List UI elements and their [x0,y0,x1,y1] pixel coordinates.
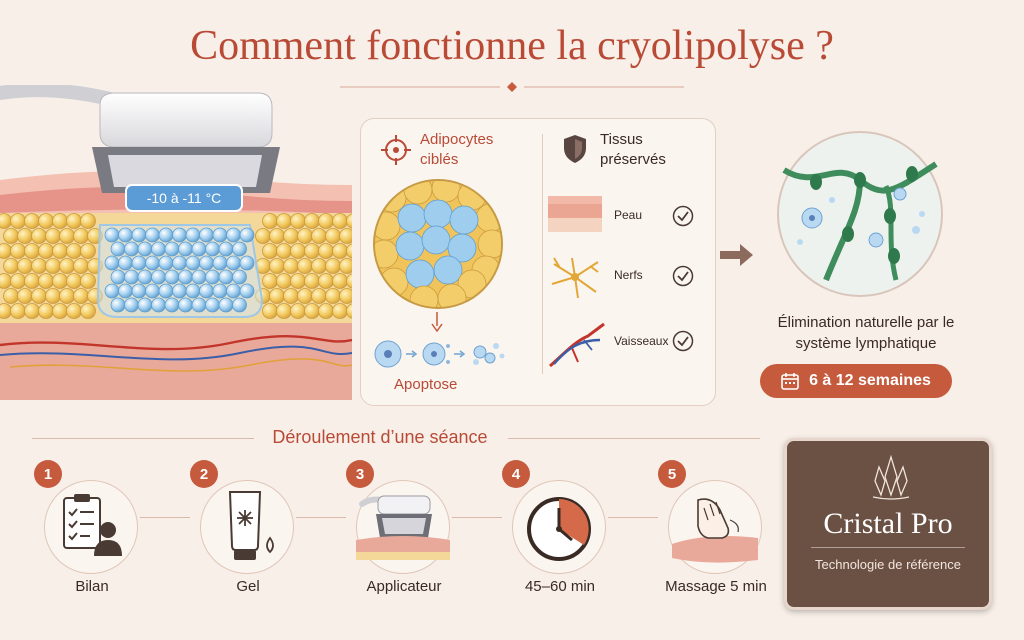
step-connector [452,517,502,518]
vessel-icon [549,322,605,368]
brand-card: Cristal Pro Technologie de référence [784,438,992,610]
checklist-user-icon [63,494,122,556]
arrow-right-icon [720,244,753,266]
apoptosis-label: Apoptose [394,376,458,393]
step-number: 5 [658,460,686,488]
step-label: Massage 5 min [665,578,767,595]
preserved-tissues-title: Tissus préservés [600,131,666,168]
step-number: 1 [34,460,62,488]
target-icon [381,135,411,165]
apoptosis-sequence-illustration [374,340,505,368]
step-3: 3 Applicateur [346,460,464,610]
check-icon [672,265,694,287]
page-title: Comment fonctionne la cryolipolyse ? [190,23,834,69]
duration-text: 6 à 12 semaines [809,372,931,389]
crystal-logo-icon [872,455,910,500]
gel-tube-icon [228,491,274,560]
apoptosis-arrow [431,312,443,332]
skin-icon [548,196,602,232]
tissue-label-vessels: Vaisseaux [614,334,669,348]
step-connector [296,517,346,518]
step-label: Bilan [75,578,109,595]
panel-divider [542,134,543,374]
step-label: Gel [236,578,260,595]
check-icon [672,205,694,227]
step-5: 5 Massage 5 min [658,460,776,610]
adipocyte-cluster-illustration [373,179,503,309]
brand-divider [811,547,965,548]
title-divider [340,82,684,92]
step-label: 45–60 min [524,578,596,595]
shield-icon [564,135,586,163]
step-label: Applicateur [366,578,442,595]
step-number: 2 [190,460,218,488]
check-icon [672,330,694,352]
calendar-icon [781,373,799,390]
massage-icon [672,498,758,563]
section-divider [32,438,254,439]
tissue-label-nerves: Nerfs [614,268,643,282]
step-1: 1 Bilan [34,460,152,610]
step-4: 4 45–60 min [502,460,620,610]
step-number: 4 [502,460,530,488]
step-connector [140,517,190,518]
lymphatic-system-illustration [777,131,943,297]
step-number: 3 [346,460,374,488]
applicator-icon [356,495,450,560]
step-2: 2 Gel [190,460,308,610]
elimination-text: Élimination naturelle par le système lym… [777,314,955,352]
clock-icon [527,497,591,561]
section-divider [508,438,760,439]
session-title: Déroulement d’une séance [272,427,488,447]
tissue-label-skin: Peau [614,208,643,222]
nerve-icon [551,257,599,299]
skin-cross-section-illustration [0,85,352,400]
duration-badge: 6 à 12 semaines [760,364,952,398]
brand-tagline: Technologie de référence [815,557,961,572]
brand-name: Cristal Pro [823,507,953,540]
temperature-badge: -10 à -11 °C [146,190,222,206]
targeted-adipocytes-title: Adipocytes ciblés [420,131,494,168]
step-connector [608,517,658,518]
